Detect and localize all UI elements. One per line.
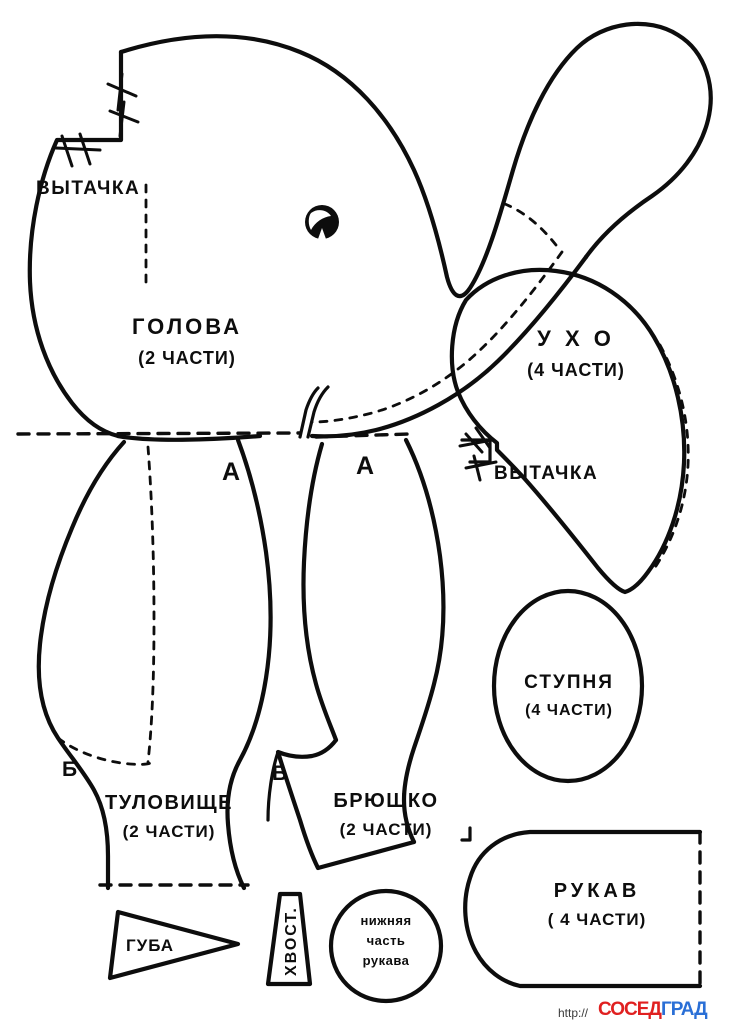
- piece-sleeve-outline: [460, 826, 703, 989]
- head-neck-dashed: [16, 431, 302, 436]
- head-dart-hatches: [54, 72, 140, 168]
- label-torso-name: ТУЛОВИЩЕ: [104, 792, 234, 814]
- label-foot-name: СТУПНЯ: [524, 672, 614, 693]
- piece-head-outline: [27, 21, 713, 442]
- label-ear-qty: (4 ЧАСТИ): [527, 360, 625, 380]
- match-mark-b-left: Б: [62, 758, 79, 781]
- label-belly-qty: (2 ЧАСТИ): [339, 820, 433, 839]
- watermark-brand: СОСЕДГРАД: [598, 1000, 708, 1021]
- piece-torso-outline: [36, 437, 273, 891]
- label-head-name: ГОЛОВА: [132, 314, 242, 339]
- label-belly-name: БРЮШКО: [333, 790, 439, 812]
- piece-lip-outline: [107, 909, 241, 981]
- label-lip-name: ГУБА: [126, 936, 175, 955]
- head-seam-dashed: [310, 202, 564, 424]
- label-sleeve-name: РУКАВ: [553, 880, 641, 902]
- label-ear-dart: ВЫТАЧКА: [494, 463, 599, 484]
- piece-belly-outline: [266, 437, 446, 871]
- piece-sleeve-lower-outline: [328, 888, 444, 1004]
- match-mark-b-right: Б: [272, 762, 289, 785]
- label-sleeve-lower-line3: рукава: [362, 953, 410, 968]
- piece-ear-outline: [449, 267, 690, 595]
- watermark-brand-red: СОСЕД: [598, 1000, 662, 1020]
- label-foot-qty: (4 ЧАСТИ): [525, 702, 613, 719]
- label-head-qty: (2 ЧАСТИ): [138, 348, 236, 368]
- label-torso-qty: (2 ЧАСТИ): [122, 822, 216, 841]
- label-tail-name: ХВОСТ.: [283, 906, 300, 976]
- label-sleeve-lower-line1: нижняя: [360, 913, 412, 928]
- ear-dart-hatches: [458, 426, 498, 482]
- watermark-brand-blue: ГРАД: [660, 1000, 708, 1020]
- eye-marker: [305, 205, 339, 239]
- match-mark-a-left: А: [222, 458, 242, 486]
- label-head-dart: ВЫТАЧКА: [36, 178, 141, 199]
- piece-foot-outline: [491, 588, 645, 784]
- label-sleeve-lower-line2: часть: [366, 933, 406, 948]
- belly-top-dashed: [314, 432, 410, 439]
- label-sleeve-qty: ( 4 ЧАСТИ): [547, 910, 647, 929]
- watermark: http:// СОСЕДГРАД: [558, 1000, 741, 1024]
- label-ear-name: У Х О: [537, 326, 615, 351]
- piece-tail-outline: [265, 891, 313, 987]
- watermark-url: http://: [558, 1006, 589, 1020]
- match-mark-a-right: А: [356, 452, 376, 480]
